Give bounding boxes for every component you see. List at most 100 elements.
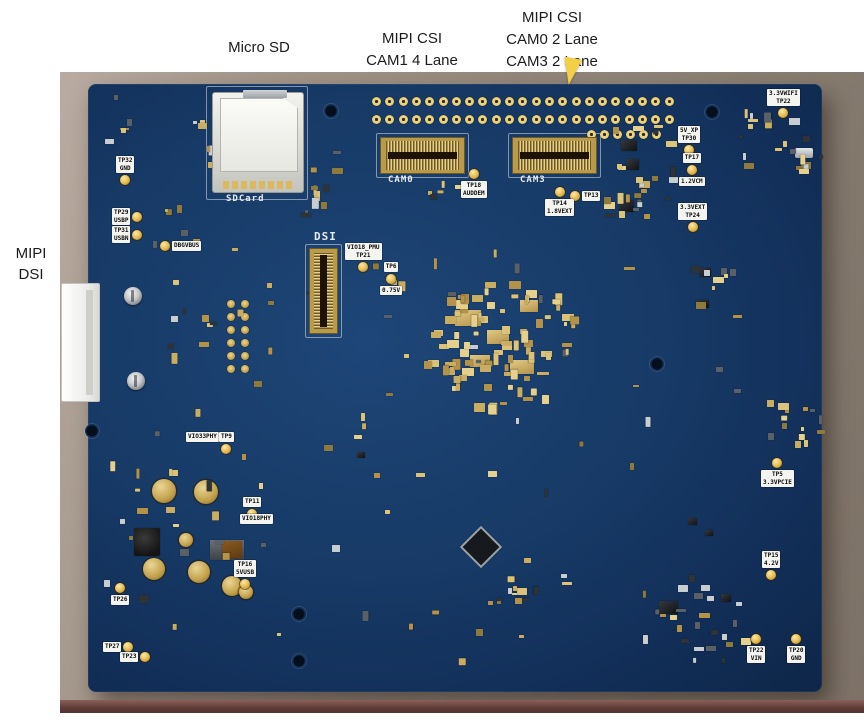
component xyxy=(165,506,176,513)
component xyxy=(644,417,651,427)
component xyxy=(201,315,210,323)
component xyxy=(633,192,642,198)
test-point-label-line: 3.3VPCIE xyxy=(763,478,792,486)
component xyxy=(651,175,659,182)
component xyxy=(604,201,616,209)
component xyxy=(713,277,724,284)
component xyxy=(504,371,517,376)
component xyxy=(800,426,805,431)
via-pad xyxy=(227,326,235,334)
component xyxy=(694,593,704,599)
component xyxy=(403,353,409,359)
component xyxy=(242,454,246,461)
component xyxy=(511,294,519,299)
header-pad xyxy=(398,97,408,106)
component xyxy=(258,482,263,490)
component xyxy=(170,352,178,364)
component xyxy=(479,364,491,372)
component xyxy=(493,350,503,355)
annotation-text: MIPI xyxy=(15,245,47,262)
component xyxy=(373,472,380,479)
component xyxy=(562,582,573,586)
header-pad xyxy=(478,97,488,106)
component xyxy=(670,166,677,178)
test-point-label-line: TP27 xyxy=(105,643,120,651)
connector-slot xyxy=(320,255,327,327)
component xyxy=(138,595,150,603)
header-pad xyxy=(411,115,421,124)
component xyxy=(603,197,611,204)
header-pad xyxy=(385,115,395,124)
test-point-label-line: TP32 xyxy=(118,157,133,164)
test-point-vio18phy: VIO18PHY xyxy=(240,514,273,524)
component xyxy=(153,241,157,249)
component xyxy=(155,431,161,436)
component xyxy=(215,541,225,545)
component xyxy=(655,609,660,615)
component xyxy=(695,301,706,310)
component xyxy=(463,342,470,350)
component xyxy=(669,177,679,183)
component xyxy=(561,573,567,579)
test-point-label-line: VIO18PHY xyxy=(242,515,271,522)
ic-chip xyxy=(621,140,637,151)
component xyxy=(781,422,788,430)
header-pad xyxy=(584,97,594,106)
component xyxy=(565,348,569,355)
test-point-pad xyxy=(687,222,698,232)
header-pad xyxy=(425,97,435,106)
component xyxy=(267,301,274,305)
component xyxy=(695,621,701,629)
component xyxy=(809,408,816,412)
component xyxy=(301,212,312,218)
test-point-tp23: TP23 xyxy=(120,652,151,662)
component xyxy=(324,444,334,451)
test-point-pad xyxy=(115,583,126,593)
component xyxy=(700,584,711,591)
component xyxy=(110,461,116,472)
component xyxy=(707,595,714,601)
component xyxy=(625,194,630,202)
component xyxy=(473,331,479,336)
test-point-label-line: TP26 xyxy=(113,596,128,603)
header-pad xyxy=(544,115,554,124)
component xyxy=(659,614,666,618)
test-point-label-line: TP17 xyxy=(684,154,700,161)
mounting-hole xyxy=(705,105,719,119)
component xyxy=(711,285,715,291)
component xyxy=(512,585,518,591)
header-pad xyxy=(518,97,528,106)
component xyxy=(617,164,623,170)
annotation-mipi-csi-cam1: MIPI CSI CAM1 4 Lane xyxy=(350,28,474,72)
component xyxy=(472,295,484,302)
test-point-label-line: TP9 xyxy=(221,433,232,440)
connector-slot xyxy=(86,290,93,395)
silk-sdcard-label: SDCard xyxy=(226,194,265,204)
header-pad xyxy=(626,130,635,139)
header-pad xyxy=(558,97,568,106)
component xyxy=(444,315,456,324)
component xyxy=(561,343,573,347)
component xyxy=(206,145,211,152)
test-point-tp27: TP27 xyxy=(103,642,134,652)
test-point-label-line: 5VUSB xyxy=(236,568,255,576)
header-pad xyxy=(465,115,475,124)
annotation-micro-sd: Micro SD xyxy=(214,39,304,56)
component xyxy=(470,314,477,328)
component xyxy=(748,124,753,130)
component xyxy=(818,415,823,425)
cam3-outline xyxy=(508,133,601,178)
component xyxy=(528,352,535,359)
component xyxy=(114,95,119,101)
component xyxy=(515,417,520,425)
